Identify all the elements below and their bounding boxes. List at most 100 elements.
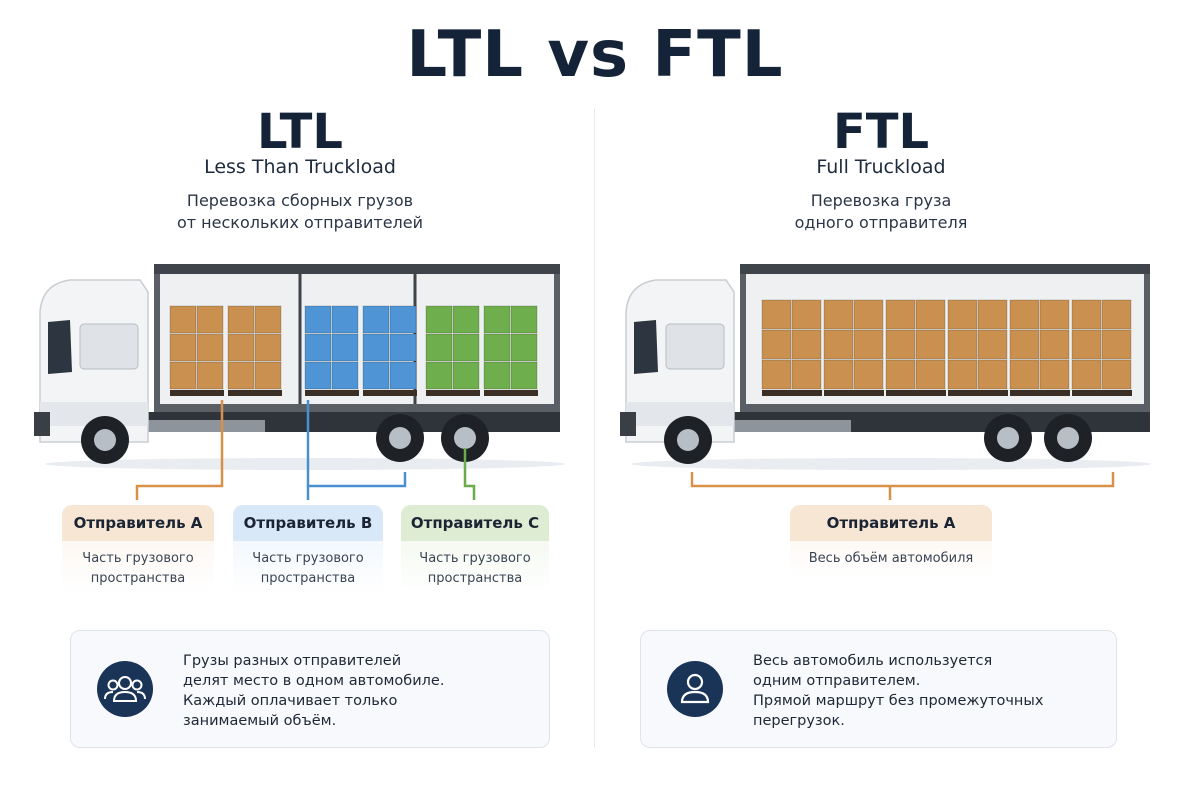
- cargo-box: [227, 361, 255, 390]
- info-line: одним отправителем.: [753, 673, 921, 689]
- page-title: LTL vs FTL: [406, 18, 784, 92]
- cargo-box: [823, 359, 854, 390]
- info-line: перегрузок.: [753, 713, 845, 729]
- cargo-box: [425, 361, 453, 390]
- sender-a-cargo-stack: [885, 299, 946, 396]
- cargo-box: [1009, 359, 1040, 390]
- cargo-box: [977, 329, 1008, 360]
- cargo-box: [483, 361, 511, 390]
- cargo-box: [791, 299, 822, 330]
- user-icon: [667, 661, 723, 717]
- cargo-box: [425, 333, 453, 362]
- cargo-box: [169, 333, 197, 362]
- cargo-box: [853, 299, 884, 330]
- sender-share: Часть грузового пространства: [401, 541, 549, 589]
- cargo-box: [761, 329, 792, 360]
- sender-a-cargo-stack: [823, 299, 884, 396]
- cargo-box: [331, 333, 359, 362]
- sender-a-cargo-stack: [1071, 299, 1132, 396]
- cargo-box: [1101, 359, 1132, 390]
- info-line: Грузы разных отправителей: [183, 653, 402, 669]
- sender-c-cargo-stack: [425, 305, 480, 396]
- sender-name: Отправитель C: [401, 505, 549, 541]
- ltl-truck-illustration: [34, 264, 565, 470]
- cargo-box: [254, 305, 282, 334]
- cargo-box: [510, 333, 538, 362]
- ltl-description-line: Перевозка сборных грузов: [186, 191, 414, 210]
- cargo-box: [452, 361, 480, 390]
- pallet: [426, 390, 480, 396]
- ftl-description-line: одного отправителя: [794, 213, 968, 232]
- ftl-subtitle: Full Truckload: [816, 156, 946, 178]
- pallet: [363, 390, 417, 396]
- sender-card-a: Отправитель A Часть грузового пространст…: [62, 505, 214, 593]
- sender-share-line: пространства: [427, 571, 523, 586]
- info-line: занимаемый объём.: [183, 713, 337, 729]
- pallet: [1010, 390, 1070, 396]
- ftl-truck-illustration: [620, 264, 1151, 470]
- cargo-box: [791, 329, 822, 360]
- cargo-box: [254, 361, 282, 390]
- cargo-box: [977, 299, 1008, 330]
- cargo-box: [791, 359, 822, 390]
- sender-a-cargo-stack: [169, 305, 224, 396]
- sender-a-cargo-stack: [947, 299, 1008, 396]
- cargo-box: [483, 333, 511, 362]
- cargo-box: [254, 333, 282, 362]
- cargo-box: [331, 305, 359, 334]
- cargo-box: [1009, 329, 1040, 360]
- cargo-box: [304, 305, 332, 334]
- cargo-box: [761, 299, 792, 330]
- cargo-box: [885, 299, 916, 330]
- sender-c-cargo-stack: [483, 305, 538, 396]
- cargo-box: [915, 329, 946, 360]
- cargo-box: [304, 361, 332, 390]
- cargo-box: [947, 359, 978, 390]
- pallet: [824, 390, 884, 396]
- ltl-title: LTL: [257, 104, 343, 160]
- cargo-box: [1039, 329, 1070, 360]
- ftl-sender-card-a: Отправитель A Весь объём автомобиля: [790, 505, 992, 579]
- cargo-box: [389, 361, 417, 390]
- sender-a-cargo-stack: [1009, 299, 1070, 396]
- sender-a-cargo-stack: [761, 299, 822, 396]
- cargo-box: [885, 329, 916, 360]
- cargo-box: [483, 305, 511, 334]
- sender-share: Весь объём автомобиля: [808, 551, 974, 566]
- sender-share-line: Часть грузового: [419, 551, 531, 566]
- cargo-box: [915, 359, 946, 390]
- sender-share-line: Часть грузового: [252, 551, 364, 566]
- cargo-box: [362, 333, 390, 362]
- cargo-box: [452, 333, 480, 362]
- cargo-box: [452, 305, 480, 334]
- pallet: [1072, 390, 1132, 396]
- sender-card-b: Отправитель B Часть грузового пространст…: [233, 505, 383, 593]
- cargo-box: [915, 299, 946, 330]
- cargo-box: [169, 305, 197, 334]
- cargo-box: [169, 361, 197, 390]
- column-divider: [594, 108, 595, 748]
- cargo-box: [947, 299, 978, 330]
- sender-b-cargo-stack: [304, 305, 359, 396]
- ftl-description-line: Перевозка груза: [810, 191, 952, 210]
- cargo-box: [1071, 359, 1102, 390]
- cargo-box: [510, 305, 538, 334]
- cargo-box: [304, 333, 332, 362]
- users-group-icon: [97, 661, 153, 717]
- info-line: Прямой маршрут без промежуточных: [753, 693, 1044, 709]
- cargo-box: [331, 361, 359, 390]
- sender-share: Часть грузового пространства: [233, 541, 383, 589]
- cargo-box: [823, 299, 854, 330]
- info-line: делят место в одном автомобиле.: [183, 673, 445, 689]
- cargo-box: [947, 329, 978, 360]
- sender-share-line: пространства: [260, 571, 356, 586]
- cargo-box: [1071, 299, 1102, 330]
- sender-card-c: Отправитель C Часть грузового пространст…: [401, 505, 549, 593]
- cargo-box: [389, 305, 417, 334]
- info-line: Весь автомобиль используется: [753, 653, 993, 669]
- sender-share-line: Часть грузового: [82, 551, 194, 566]
- cargo-box: [1101, 299, 1132, 330]
- pallet: [886, 390, 946, 396]
- pallet: [762, 390, 822, 396]
